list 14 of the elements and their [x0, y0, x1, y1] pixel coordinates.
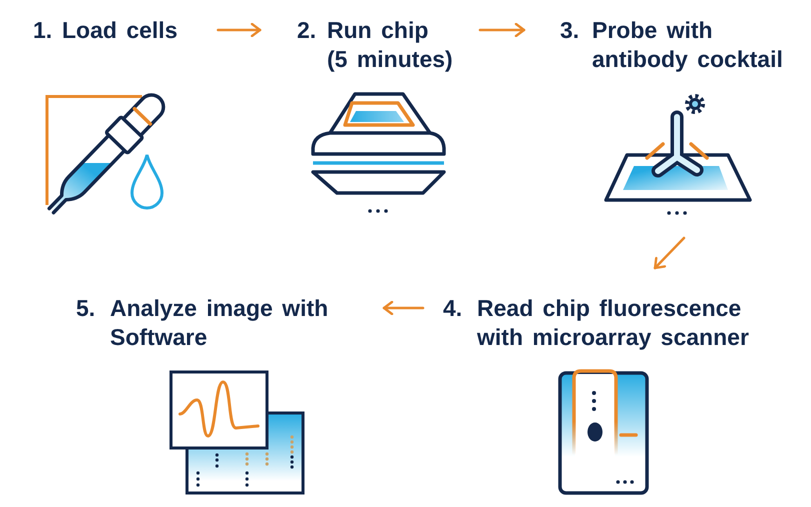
step-number: 3. — [560, 16, 580, 45]
step-number: 4. — [443, 294, 462, 323]
step-title: Run chip (5 minutes) — [327, 16, 454, 74]
step-title: Analyze image with Software — [110, 294, 330, 352]
step-number: 2. — [297, 16, 316, 45]
step-number: 1. — [33, 16, 52, 45]
arrow — [478, 22, 526, 38]
arrow — [382, 300, 424, 316]
arrow — [216, 22, 262, 38]
step-number: 5. — [76, 294, 96, 323]
step-title: Read chip fluorescence with microarray scanner — [477, 294, 750, 352]
step-title: Probe with antibody cocktail — [592, 16, 784, 74]
step-title: Load cells — [62, 16, 178, 45]
arrow — [654, 236, 686, 270]
